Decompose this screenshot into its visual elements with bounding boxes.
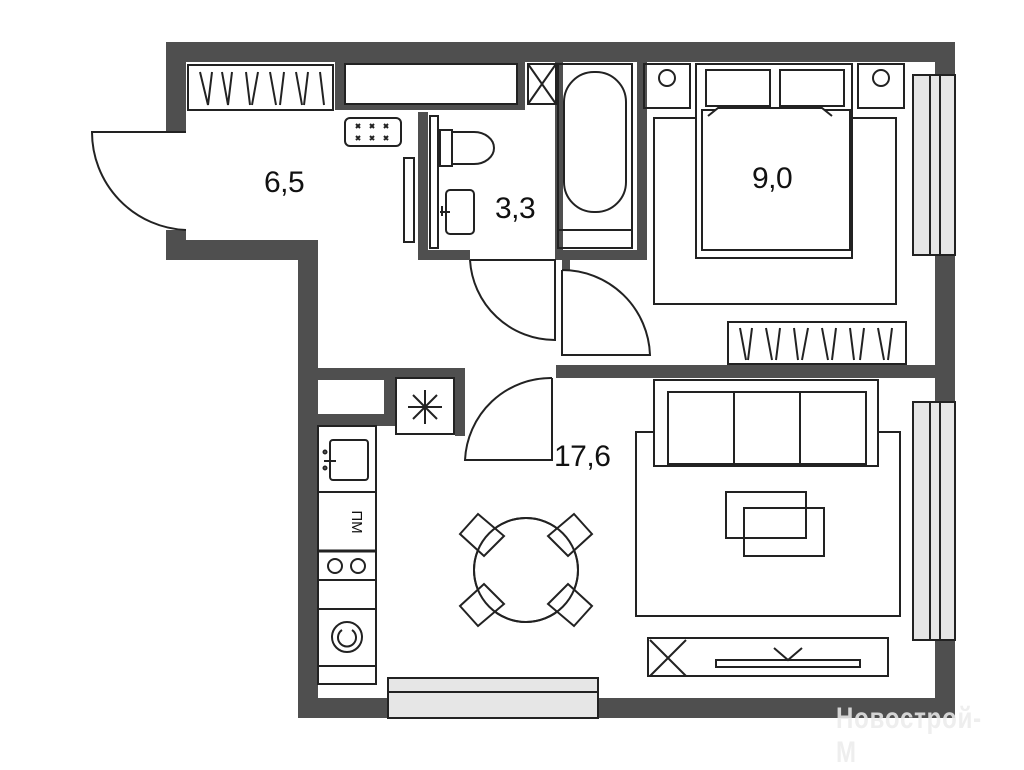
room-area-bathroom: 3,3 bbox=[495, 192, 536, 225]
window-bedroom bbox=[912, 74, 956, 256]
hall-wardrobe bbox=[187, 64, 334, 111]
bathroom-cabinet-icon bbox=[527, 63, 557, 105]
window-kitchen bbox=[387, 677, 599, 719]
entrance-door bbox=[90, 131, 187, 231]
cooktop-icon bbox=[318, 558, 376, 581]
kitchen-sink-icon bbox=[322, 439, 369, 481]
fridge-icon bbox=[395, 377, 455, 435]
watermark: Новострой-М bbox=[836, 702, 982, 769]
hall-radiator bbox=[403, 157, 415, 243]
kitchen-counter bbox=[317, 425, 377, 685]
bed-icon bbox=[695, 63, 853, 259]
bedroom-door bbox=[561, 269, 652, 356]
sofa-icon bbox=[653, 379, 879, 467]
window-living bbox=[912, 401, 956, 641]
tv-cabinet-icon bbox=[649, 639, 687, 677]
room-area-hall: 6,5 bbox=[264, 166, 305, 199]
nightstand-left-icon bbox=[643, 63, 691, 109]
toilet-icon bbox=[439, 129, 495, 167]
bathroom-door bbox=[469, 259, 556, 342]
closet-niche bbox=[344, 63, 518, 105]
bathroom-sink-icon bbox=[429, 115, 475, 249]
washing-machine-icon bbox=[331, 621, 363, 653]
niche-kitchen bbox=[318, 380, 384, 414]
living-door bbox=[463, 376, 553, 461]
bedroom-wardrobe bbox=[727, 321, 907, 365]
bathtub-icon bbox=[557, 63, 633, 249]
room-area-living-kitchen: 17,6 bbox=[554, 440, 611, 473]
room-area-bedroom: 9,0 bbox=[752, 162, 793, 195]
tv-stand-icon bbox=[647, 637, 889, 677]
coffee-table-icon bbox=[725, 491, 825, 557]
dishwasher-label: ПМ bbox=[348, 510, 365, 533]
hall-shelf-icon bbox=[344, 117, 402, 147]
dining-table-icon bbox=[458, 512, 594, 628]
nightstand-right-icon bbox=[857, 63, 905, 109]
